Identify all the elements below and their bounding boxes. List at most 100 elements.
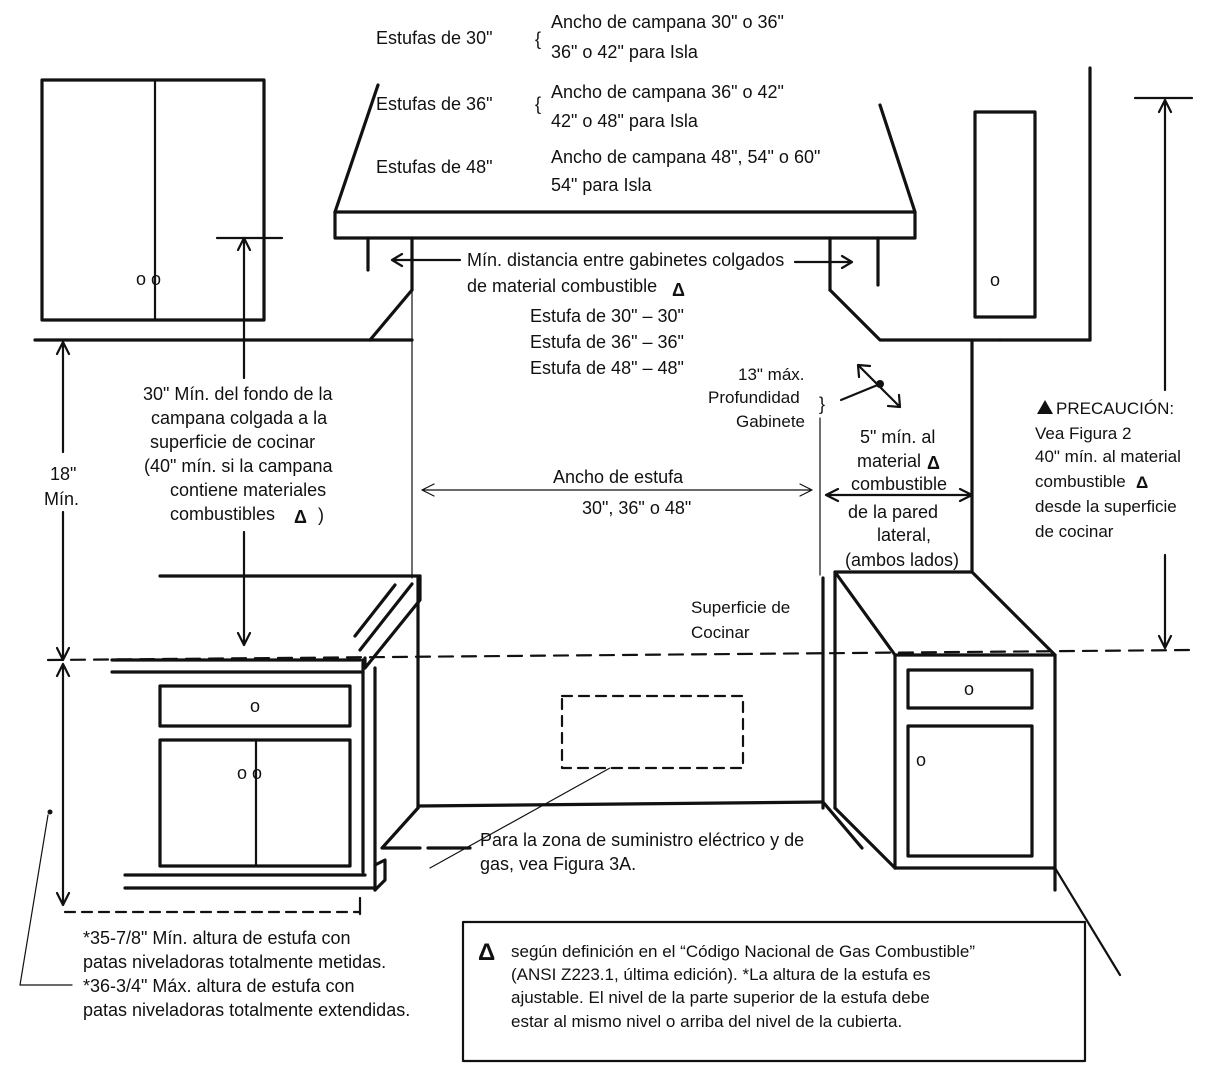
side-wall-line5: lateral,	[877, 525, 931, 545]
hood-clearance-callout: 30" Mín. del fondo de la campana colgada…	[143, 236, 334, 647]
gap-arrow-left	[390, 252, 462, 268]
side-wall-line3: combustible	[851, 474, 947, 494]
range-width-line1: Ancho de estufa	[553, 467, 684, 487]
definition-line1: según definición en el “Código Nacional …	[511, 942, 975, 961]
side-wall-delta: Δ	[927, 453, 940, 473]
caution-callout: PRECAUCIÓN: Vea Figura 2 40" mín. al mat…	[1035, 96, 1194, 650]
cooking-surface-callout: Superficie de Cocinar	[46, 598, 1194, 662]
height-note-line1: *35-7/8" Mín. altura de estufa con	[83, 928, 351, 948]
cabinet-gap-delta: Δ	[672, 280, 685, 300]
hood-clearance-delta: Δ	[294, 507, 307, 527]
caution-line5: de cocinar	[1035, 522, 1114, 541]
side-wall-line1: 5" mín. al	[860, 427, 935, 447]
supply-zone-line1: Para la zona de suministro eléctrico y d…	[480, 830, 804, 850]
left-upper-cabinet: o o	[40, 78, 266, 322]
hood-clearance-arrow-up	[236, 236, 252, 380]
cabinet-gap-row2: Estufa de 36" – 36"	[530, 332, 684, 352]
stove30-line2: 36" o 42" para Isla	[551, 42, 699, 62]
definition-delta: Δ	[478, 939, 495, 966]
left-lower-cabinet: o o o	[110, 574, 422, 892]
alcove-floor	[380, 800, 864, 850]
min18-dimension: 18" Mín.	[44, 340, 79, 662]
height-note-line4: patas niveladoras totalmente extendidas.	[83, 1000, 410, 1020]
depth-brace: }	[819, 394, 825, 414]
right-upper-cabinet-knob: o	[990, 270, 1000, 290]
height-note-line3: *36-3/4" Máx. altura de estufa con	[83, 976, 355, 996]
side-wall-arrow	[824, 487, 974, 503]
hood-clearance-line6: combustibles	[170, 504, 275, 524]
hood-specs: Estufas de 30" { Ancho de campana 30" o …	[376, 12, 820, 195]
left-upper-cabinet-knobs: o o	[136, 269, 161, 289]
range-height-dimension	[19, 662, 362, 986]
supply-zone-box	[560, 694, 745, 770]
cabinet-gap-row1: Estufa de 30" – 30"	[530, 306, 684, 326]
caution-arrow-up	[1157, 98, 1173, 392]
right-lower-cabinet: o o	[833, 570, 1122, 977]
depth-line1: 13" máx.	[738, 365, 805, 384]
stove48-label: Estufas de 48"	[376, 157, 492, 177]
left-lower-drawer-knob: o	[250, 696, 260, 716]
caution-line2: 40" mín. al material	[1035, 447, 1181, 466]
min18-line1: 18"	[50, 464, 76, 484]
left-lower-door-knobs: o o	[237, 763, 262, 783]
caution-title: PRECAUCIÓN:	[1056, 399, 1174, 418]
stove48-line1: Ancho de campana 48", 54" o 60"	[551, 147, 820, 167]
hood-clearance-line5: contiene materiales	[170, 480, 326, 500]
caution-line1: Vea Figura 2	[1035, 424, 1131, 443]
cabinet-gap-line1: Mín. distancia entre gabinetes colgados	[467, 250, 784, 270]
range-width-line2: 30", 36" o 48"	[582, 498, 691, 518]
stove36-line2: 42" o 48" para Isla	[551, 111, 699, 131]
supply-zone-leader	[429, 767, 611, 869]
right-lower-drawer-knob: o	[964, 679, 974, 699]
stove30-line1: Ancho de campana 30" o 36"	[551, 12, 784, 32]
side-wall-line4: de la pared	[848, 502, 938, 522]
cooking-surface-line2: Cocinar	[691, 623, 750, 642]
stove36-label: Estufas de 36"	[376, 94, 492, 114]
right-upper-cabinet: o	[973, 110, 1037, 319]
caution-line4: desde la superficie	[1035, 497, 1177, 516]
side-wall-callout: 5" mín. al material Δ combustible de la …	[824, 427, 974, 570]
hood-clearance-line1: 30" Mín. del fondo de la	[143, 384, 334, 404]
brace-36: {	[535, 94, 541, 114]
caution-delta: Δ	[1136, 473, 1148, 492]
cabinet-gap-row3: Estufa de 48" – 48"	[530, 358, 684, 378]
hood-clearance-paren: )	[318, 505, 324, 525]
hood-clearance-line3: superficie de cocinar	[150, 432, 315, 452]
cabinet-gap-callout: Mín. distancia entre gabinetes colgados …	[390, 250, 854, 378]
depth-line2: Profundidad	[708, 388, 800, 407]
warning-triangle-icon	[1037, 400, 1053, 414]
caution-line3: combustible	[1035, 472, 1126, 491]
range-width-arrow	[421, 483, 813, 497]
stove48-line2: 54" para Isla	[551, 175, 652, 195]
supply-zone-line2: gas, vea Figura 3A.	[480, 854, 636, 874]
stove30-label: Estufas de 30"	[376, 28, 492, 48]
range-hood	[333, 83, 917, 292]
range-width-callout: Ancho de estufa 30", 36" o 48"	[421, 467, 813, 518]
definition-line2: (ANSI Z223.1, última edición). *La altur…	[511, 965, 931, 984]
definition-note: Δ según definición en el “Código Naciona…	[461, 920, 1087, 1063]
supply-zone-text: Para la zona de suministro eléctrico y d…	[426, 830, 804, 874]
cooking-surface-line	[46, 648, 1194, 662]
hood-clearance-line4: (40" mín. si la campana	[144, 456, 333, 476]
depth-callout: 13" máx. Profundidad Gabinete }	[708, 363, 902, 431]
left-wall-corner	[368, 288, 420, 810]
side-wall-line2: material	[857, 451, 921, 471]
caution-arrow-down	[1157, 553, 1173, 650]
definition-line3: ajustable. El nivel de la parte superior…	[511, 988, 930, 1007]
brace-30: {	[535, 29, 541, 49]
cabinet-gap-line2: de material combustible	[467, 276, 657, 296]
depth-line3: Gabinete	[736, 412, 805, 431]
height-notes: *35-7/8" Mín. altura de estufa con patas…	[83, 928, 410, 1020]
height-note-line2: patas niveladoras totalmente metidas.	[83, 952, 386, 972]
right-lower-door-knob: o	[916, 750, 926, 770]
hood-clearance-line2: campana colgada a la	[151, 408, 328, 428]
cooking-surface-line1: Superficie de	[691, 598, 790, 617]
depth-arrow	[856, 363, 902, 409]
right-wall-corner	[819, 288, 1002, 810]
gap-arrow-right	[793, 254, 854, 270]
hood-clearance-arrow-down	[236, 530, 252, 647]
side-wall-line6: (ambos lados)	[845, 550, 959, 570]
definition-line4: estar al mismo nivel o arriba del nivel …	[511, 1012, 902, 1031]
stove36-line1: Ancho de campana 36" o 42"	[551, 82, 784, 102]
